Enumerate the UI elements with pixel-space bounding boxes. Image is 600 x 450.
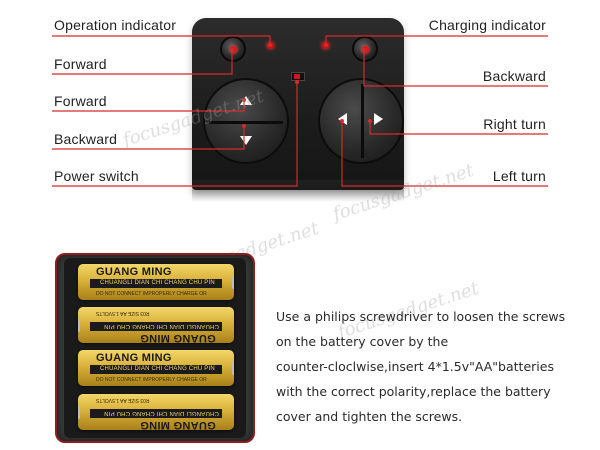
battery-warning: R03 SIZE AA 1.5VOLTS: [96, 310, 150, 316]
battery-brand: GUANG MING: [96, 352, 172, 364]
operation-indicator-led: [267, 42, 274, 49]
charging-indicator-led: [322, 42, 329, 49]
label-right-turn: Right turn: [483, 116, 546, 132]
label-operation-indicator: Operation indicator: [54, 17, 177, 33]
battery-warning: DO NOT CONNECT IMPROPERLY CHARGE OR: [96, 291, 207, 297]
instruction-line-3: counter-cloclwise,insert 4*1.5v"AA"batte…: [276, 359, 554, 374]
instruction-line-1: Use a philips screwdriver to loosen the …: [276, 309, 566, 324]
label-forward-pad: Forward: [54, 93, 107, 109]
battery-4: GUANG MING CHUANGLI DIAN CHI CHANG CHU P…: [78, 394, 234, 430]
battery-subtext: CHUANGLI DIAN CHI CHANG CHU PIN: [104, 323, 219, 329]
label-left-turn: Left turn: [492, 168, 546, 184]
battery-subtext: CHUANGLI DIAN CHI CHANG CHU PIN: [100, 280, 215, 286]
battery-brand: GUANG MING: [140, 332, 216, 343]
battery-brand: GUANG MING: [140, 419, 216, 430]
battery-subtext: CHUANGLI DIAN CHI CHANG CHU PIN: [104, 410, 219, 416]
power-switch: [291, 72, 305, 81]
label-backward-left: Backward: [54, 131, 118, 147]
battery-brand: GUANG MING: [96, 266, 172, 278]
battery-instructions: Use a philips screwdriver to loosen the …: [276, 304, 576, 429]
label-forward-top: Forward: [54, 56, 107, 72]
instruction-line-5: cover and tighten the screws.: [276, 409, 463, 424]
battery-2: GUANG MING CHUANGLI DIAN CHI CHANG CHU P…: [78, 307, 234, 343]
right-turn-arrow-icon: [374, 113, 383, 125]
battery-warning: R03 SIZE AA 1.5VOLTS: [96, 397, 150, 403]
left-turn-arrow-icon: [338, 113, 347, 125]
battery-3: GUANG MING CHUANGLI DIAN CHI CHANG CHU P…: [78, 350, 234, 386]
backward-button: [352, 36, 378, 62]
backward-arrow-icon: [240, 136, 252, 145]
battery-1: GUANG MING CHUANGLI DIAN CHI CHANG CHU P…: [78, 264, 234, 300]
forward-button: [220, 36, 246, 62]
instruction-line-2: on the battery cover by the: [276, 334, 449, 349]
label-power-switch: Power switch: [54, 168, 139, 184]
label-backward-right: Backward: [482, 68, 546, 84]
right-direction-pad: [318, 78, 404, 164]
battery-subtext: CHUANGLI DIAN CHI CHANG CHU PIN: [100, 366, 215, 372]
battery-warning: DO NOT CONNECT IMPROPERLY CHARGE OR: [96, 377, 207, 383]
instruction-line-4: with the correct polarity,replace the ba…: [276, 384, 551, 399]
label-charging-indicator: Charging indicator: [428, 17, 546, 33]
